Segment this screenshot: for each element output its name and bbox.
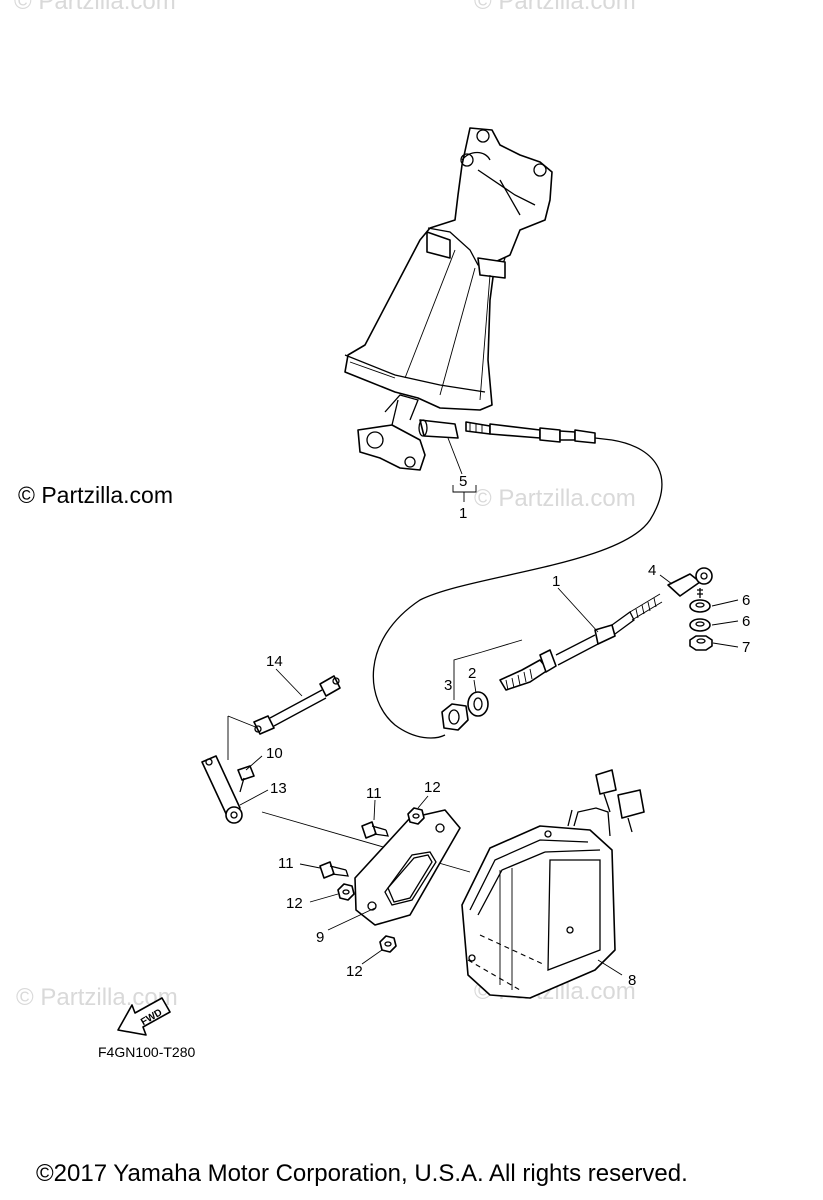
washer-6a <box>689 599 711 613</box>
cable-joint-5 <box>418 419 613 444</box>
callout-8: 8 <box>628 972 636 989</box>
watermark-mid-right: © Partzilla.com <box>474 485 636 512</box>
cable-1 <box>499 593 663 691</box>
screw-10 <box>237 765 255 793</box>
nut-7 <box>689 635 713 651</box>
nut-12a <box>407 807 425 825</box>
throttle-cable <box>372 439 663 739</box>
callout-1-top: 1 <box>459 505 467 522</box>
callout-10: 10 <box>266 745 283 762</box>
nut-3 <box>441 703 469 731</box>
nut-12b <box>337 883 355 901</box>
lever-13 <box>201 755 243 824</box>
copyright-notice: ©2017 Yamaha Motor Corporation, U.S.A. A… <box>36 1160 688 1187</box>
callout-14: 14 <box>266 653 283 670</box>
fwd-arrow: FWD <box>117 997 171 1036</box>
ball-joint-4 <box>667 567 713 598</box>
callout-12a: 12 <box>424 779 441 796</box>
callout-bracket-5 <box>452 485 477 493</box>
diagram-code: F4GN100-T280 <box>98 1044 196 1060</box>
watermark-top-left: © Partzilla.com <box>14 0 176 15</box>
callout-11a: 11 <box>366 785 382 802</box>
callout-1-mid: 1 <box>552 573 560 590</box>
link-rod-14 <box>253 675 341 735</box>
callout-4: 4 <box>648 562 656 579</box>
callout-6b: 6 <box>742 613 750 630</box>
callout-11b: 11 <box>278 855 294 872</box>
watermark-top-right: © Partzilla.com <box>474 0 636 15</box>
callout-5: 5 <box>459 473 467 490</box>
callout-9: 9 <box>316 929 324 946</box>
nut-12c <box>379 935 397 953</box>
partzilla-brand: © Partzilla.com <box>18 482 173 508</box>
bolt-11a <box>361 821 389 839</box>
washer-6b <box>689 618 711 632</box>
bolt-11b <box>319 861 349 879</box>
callout-13: 13 <box>270 780 287 797</box>
steering-housing <box>344 127 553 471</box>
callout-6a: 6 <box>742 592 750 609</box>
plate-9 <box>354 809 461 926</box>
callout-12c: 12 <box>346 963 363 980</box>
callout-2: 2 <box>468 665 476 682</box>
callout-3: 3 <box>444 677 452 694</box>
callout-7: 7 <box>742 639 750 656</box>
callout-12b: 12 <box>286 895 303 912</box>
washer-2 <box>467 691 489 717</box>
control-box-8 <box>461 769 645 999</box>
